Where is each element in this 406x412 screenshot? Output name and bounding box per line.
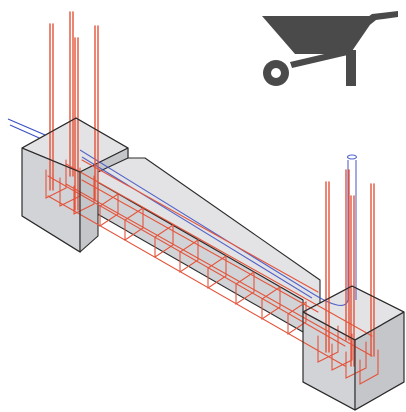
rebar-stirrup [124,206,144,242]
rebar-stirrup [73,175,95,215]
rebar-stirrup [45,159,67,199]
rebar-longitudinal [47,195,346,367]
concrete-edges [21,117,405,411]
rebar-longitudinal [81,179,319,313]
starter-bars-right [325,169,375,367]
rebar-cage [45,159,379,385]
pipe-line [79,149,311,293]
edge-line [21,117,145,159]
rebar-stirrup [345,341,367,379]
pipe-riser [309,160,349,306]
rebar-stirrup [154,223,174,259]
rebar-longitudinal [65,163,373,337]
edge-line [21,147,81,253]
rebar-stirrup [207,254,227,290]
concrete-foundation [21,117,405,411]
rebar-longitudinal [65,183,373,357]
wheelbarrow-tub [262,16,376,54]
edge-line [302,285,405,411]
rebar-stirrup [235,270,255,306]
rebar-stirrup [179,238,199,274]
starter-bars-left [49,11,99,211]
rebar-stirrup [261,285,281,321]
wheelbarrow-handle [350,11,398,36]
rebar-stirrup [287,300,307,336]
rebar-stirrup [99,192,119,228]
wheelbarrow-leg [346,50,356,86]
wheelbarrow-hub [271,68,281,78]
rebar-stirrup [331,333,353,371]
pipe-opening [346,154,358,160]
rebar-longitudinal [81,159,319,293]
rebar-stirrup [359,349,379,385]
wheelbarrow-icon [262,11,398,86]
rebar-stirrup [317,325,339,363]
pipe-internal [79,149,358,306]
wheelbarrow-frame [290,48,352,68]
pipe-line [81,156,313,299]
